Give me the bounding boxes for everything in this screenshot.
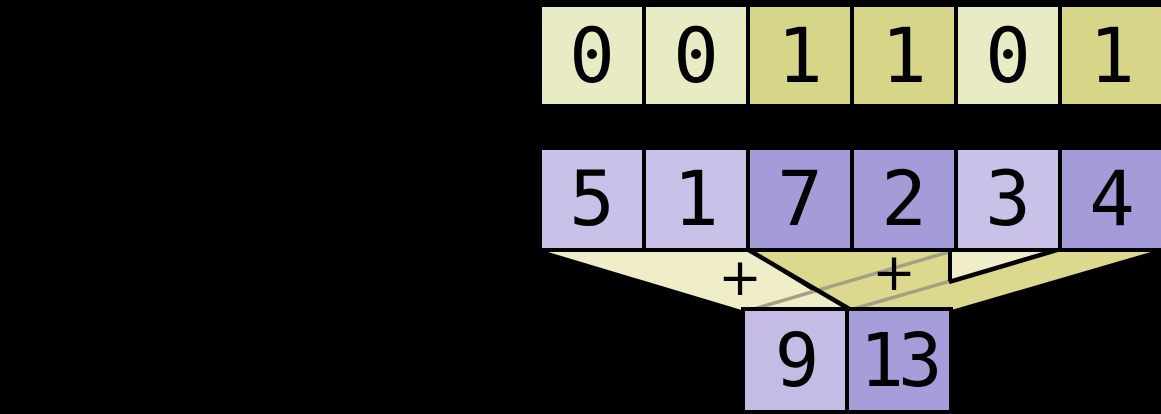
funnel-black-edge-left-diagonal bbox=[745, 247, 853, 312]
mask-cell-5: 1 bbox=[1058, 3, 1161, 108]
mask-cell-2: 1 bbox=[746, 3, 854, 108]
mask-cell-4: 0 bbox=[954, 3, 1062, 108]
value-cell-0: 5 bbox=[538, 146, 646, 252]
value-cell-3: 2 bbox=[850, 146, 958, 252]
funnel-black-edge-right-diagonal bbox=[948, 247, 1058, 285]
value-cell-2: 7 bbox=[746, 146, 854, 252]
plus-icon-right: + bbox=[872, 243, 916, 303]
mask-cell-3: 1 bbox=[850, 3, 958, 108]
funnel-light-left-shape bbox=[538, 249, 845, 311]
result-cell-0: 9 bbox=[741, 307, 849, 414]
plus-icon-left: + bbox=[718, 248, 762, 308]
result-cell-1: 13 bbox=[845, 307, 953, 414]
mask-cell-0: 0 bbox=[538, 3, 646, 108]
value-cell-1: 1 bbox=[642, 146, 750, 252]
value-cell-5: 4 bbox=[1058, 146, 1161, 252]
funnel-grey-edge-left bbox=[746, 249, 953, 313]
value-cell-4: 3 bbox=[954, 146, 1062, 252]
mask-cell-1: 0 bbox=[642, 3, 750, 108]
funnel-dark-right-shape bbox=[850, 249, 1161, 311]
